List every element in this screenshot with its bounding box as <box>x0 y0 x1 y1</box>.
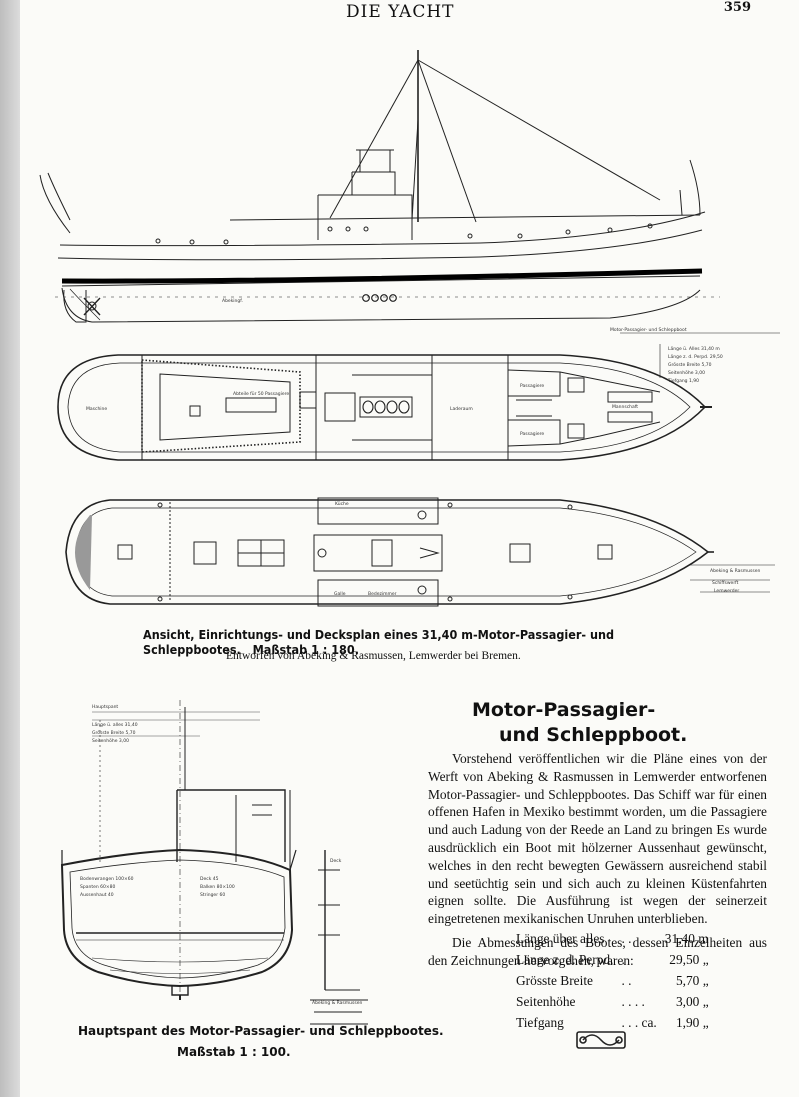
dimension-dots: . <box>621 951 625 967</box>
article-body: Vorstehend veröffentlichen wir die Pläne… <box>428 750 767 970</box>
svg-text:Grösste Breite 5,70: Grösste Breite 5,70 <box>92 730 136 736</box>
running-header: DIE YACHT <box>346 2 455 22</box>
svg-text:Passagiere: Passagiere <box>520 431 544 437</box>
book-spine-shadow <box>0 0 20 1097</box>
svg-text:Seitenhöhe 3,00: Seitenhöhe 3,00 <box>668 370 705 376</box>
midship-section-drawing <box>60 700 368 1025</box>
svg-text:Laderaum: Laderaum <box>450 406 473 412</box>
svg-text:Lemwerder: Lemwerder <box>714 588 739 594</box>
dimension-label: Grösste Breite <box>516 972 593 988</box>
page-number: 359 <box>723 0 751 15</box>
dimension-label: Tiefgang <box>516 1014 564 1030</box>
svg-text:Maschine: Maschine <box>86 406 107 412</box>
svg-text:Seitenhöhe 3,00: Seitenhöhe 3,00 <box>92 738 129 744</box>
dimension-value: 31,40 m <box>664 930 709 946</box>
figure1-scale: Maßstab 1 : 180. <box>252 642 359 657</box>
svg-text:Länge ü. Alles 31,40 m: Länge ü. Alles 31,40 m <box>668 346 720 352</box>
svg-text:Abeking & Rasmussen: Abeking & Rasmussen <box>710 568 760 574</box>
svg-text:Abteile für 50 Passagiere: Abteile für 50 Passagiere <box>233 391 289 397</box>
svg-text:Galle: Galle <box>334 591 346 597</box>
drawing-title-block <box>620 332 780 593</box>
drawing-annotations: Motor-Passagier- und Schleppboot Länge ü… <box>80 298 760 1006</box>
dimension-row: Länge z. d. Perpd. . 29,50 „ <box>512 949 713 970</box>
svg-text:Bodenwrangen 100×60: Bodenwrangen 100×60 <box>80 876 134 882</box>
figure1-caption: Ansicht, Einrichtungs- und Decksplan ein… <box>143 627 703 657</box>
svg-text:Stringer 60: Stringer 60 <box>200 892 225 898</box>
svg-text:Motor-Passagier- und Schleppbo: Motor-Passagier- und Schleppboot <box>610 327 687 333</box>
figure1-credit: Entworfen von Abeking & Rasmussen, Lemwe… <box>226 650 521 662</box>
dimension-dots: . . . ca. <box>621 1014 657 1030</box>
svg-text:Mannschaft: Mannschaft <box>612 404 638 410</box>
svg-text:Grösste Breite 5,70: Grösste Breite 5,70 <box>668 362 712 368</box>
svg-text:Bedezimmer: Bedezimmer <box>368 591 397 597</box>
dimensions-table: Länge über alles . . 31,40 m Länge z. d.… <box>512 928 713 1033</box>
dimension-dots: . . <box>621 972 632 988</box>
dimension-row: Grösste Breite . . 5,70 „ <box>512 970 713 991</box>
interior-plan-drawing <box>57 354 712 461</box>
decorative-ornament <box>576 1031 626 1049</box>
svg-text:Aussenhaut 40: Aussenhaut 40 <box>80 892 114 898</box>
svg-text:Deck 45: Deck 45 <box>200 876 219 882</box>
svg-text:Passagiere: Passagiere <box>520 383 544 389</box>
dimension-value: 1,90 „ <box>675 1014 709 1030</box>
dimension-value: 3,00 „ <box>675 993 709 1009</box>
article-paragraph-1: Vorstehend veröffentlichen wir die Pläne… <box>428 751 767 927</box>
deck-plan-drawing <box>65 497 714 607</box>
dimension-label: Seitenhöhe <box>516 993 576 1009</box>
dimension-label: Länge z. d. Perpd. <box>516 951 614 967</box>
dimension-dots: . . . . <box>621 993 645 1009</box>
dimension-row: Länge über alles . . 31,40 m <box>512 928 713 949</box>
dimension-value: 29,50 „ <box>669 951 709 967</box>
dimension-value: 5,70 „ <box>675 972 709 988</box>
dimension-row: Tiefgang . . . ca. 1,90 „ <box>512 1012 713 1033</box>
svg-text:Tiefgang 1,90: Tiefgang 1,90 <box>667 378 699 384</box>
dimension-dots: . . <box>621 930 632 946</box>
dimension-label: Länge über alles <box>516 930 605 946</box>
svg-text:Länge ü. alles 31,40: Länge ü. alles 31,40 <box>92 722 138 728</box>
article-title-line1: Motor-Passagier- <box>472 699 656 721</box>
dimension-row: Seitenhöhe . . . . 3,00 „ <box>512 991 713 1012</box>
figure2-scale: Maßstab 1 : 100. <box>177 1045 291 1059</box>
article-title: Motor-Passagier- und Schleppboot. <box>472 698 687 748</box>
svg-text:Schiffswerft: Schiffswerft <box>712 580 739 586</box>
figure2-caption: Hauptspant des Motor-Passagier- und Schl… <box>78 1024 444 1038</box>
svg-text:Spanten 60×80: Spanten 60×80 <box>80 884 115 890</box>
figure1-caption-text: Ansicht, Einrichtungs- und Decksplan ein… <box>143 627 615 657</box>
svg-text:Deck: Deck <box>330 858 342 864</box>
article-paragraph-2: Die Abmessungen des Bootes, dessen Einze… <box>428 934 767 968</box>
svg-text:Balken 80×100: Balken 80×100 <box>200 884 235 890</box>
svg-text:Küche: Küche <box>335 501 349 507</box>
svg-text:Abeking & Rasmussen: Abeking & Rasmussen <box>312 1000 362 1006</box>
side-profile-drawing <box>39 50 706 323</box>
article-title-line2: und Schleppboot. <box>499 724 688 746</box>
svg-text:Hauptspant: Hauptspant <box>92 704 118 710</box>
magazine-page <box>20 0 799 1097</box>
svg-text:Länge z. d. Perpd. 29,50: Länge z. d. Perpd. 29,50 <box>668 354 723 360</box>
svg-text:Abekingf.: Abekingf. <box>222 298 243 304</box>
